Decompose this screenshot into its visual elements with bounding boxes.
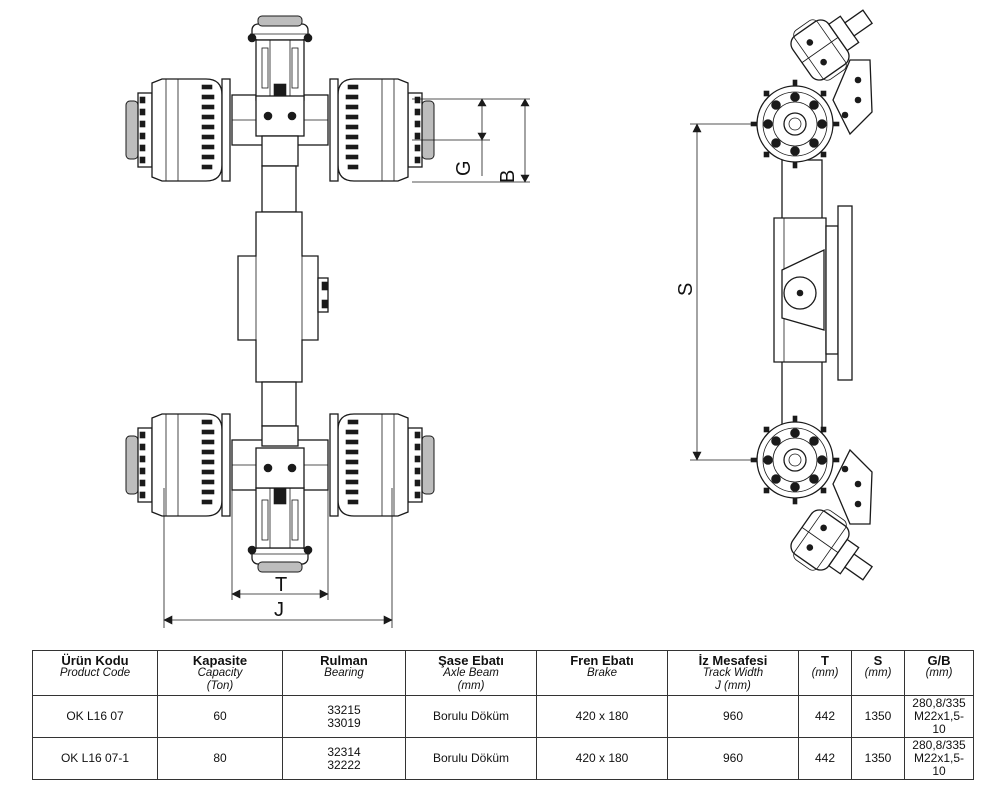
cell-bearing: 33215 33019 (282, 695, 406, 738)
top-view-assembly: G B T J (125, 15, 530, 628)
cell-gb: 280,8/335 M22x1,5-10 (904, 737, 974, 780)
cell-capacity: 80 (157, 737, 283, 780)
cell-axle-beam: Borulu Döküm (405, 695, 537, 738)
cell-t: 442 (798, 695, 852, 738)
dim-label-g: G (453, 160, 475, 176)
cell-bearing: 32314 32222 (282, 737, 406, 780)
cell-track-width: 960 (667, 737, 799, 780)
cell-gb: 280,8/335 M22x1,5-10 (904, 695, 974, 738)
dim-label-b: B (497, 170, 519, 183)
cell-t: 442 (798, 737, 852, 780)
cell-product-code: OK L16 07-1 (32, 737, 158, 780)
side-view-assembly: S (675, 0, 886, 599)
dimension-g-b: G B (412, 98, 530, 183)
header-product-code: Ürün Kodu Product Code (32, 650, 158, 696)
dim-label-j: J (274, 599, 284, 621)
cell-s: 1350 (851, 695, 905, 738)
table-row: OK L16 07-1 80 32314 32222 Borulu Döküm … (32, 737, 974, 780)
cell-product-code: OK L16 07 (32, 695, 158, 738)
central-frame (237, 165, 329, 427)
table-row: OK L16 07 60 33215 33019 Borulu Döküm 42… (32, 695, 974, 738)
table-header-row: Ürün Kodu Product Code Kapasite Capacity… (32, 650, 974, 696)
lower-axle (125, 413, 435, 573)
cell-axle-beam: Borulu Döküm (405, 737, 537, 780)
header-s: S (mm) (851, 650, 905, 696)
dimension-j: J (163, 488, 393, 628)
header-capacity: Kapasite Capacity (Ton) (157, 650, 283, 696)
header-track-width: İz Mesafesi Track Width J (mm) (667, 650, 799, 696)
cell-track-width: 960 (667, 695, 799, 738)
header-axle-beam: Şase Ebatı Axle Beam (mm) (405, 650, 537, 696)
dimension-s: S (675, 123, 752, 461)
cell-capacity: 60 (157, 695, 283, 738)
cell-brake: 420 x 180 (536, 737, 668, 780)
lower-hub-side (750, 415, 886, 599)
header-bearing: Rulman Bearing (282, 650, 406, 696)
cell-s: 1350 (851, 737, 905, 780)
cell-brake: 420 x 180 (536, 695, 668, 738)
specification-table: Ürün Kodu Product Code Kapasite Capacity… (32, 650, 974, 780)
upper-axle (125, 15, 435, 182)
header-brake: Fren Ebatı Brake (536, 650, 668, 696)
upper-hub-side (750, 0, 886, 169)
dim-label-t: T (275, 574, 287, 596)
header-gb: G/B (mm) (904, 650, 974, 696)
dimension-t: T (231, 490, 329, 600)
dim-label-s: S (675, 283, 697, 296)
header-t: T (mm) (798, 650, 852, 696)
technical-drawing: G B T J (125, 0, 886, 628)
